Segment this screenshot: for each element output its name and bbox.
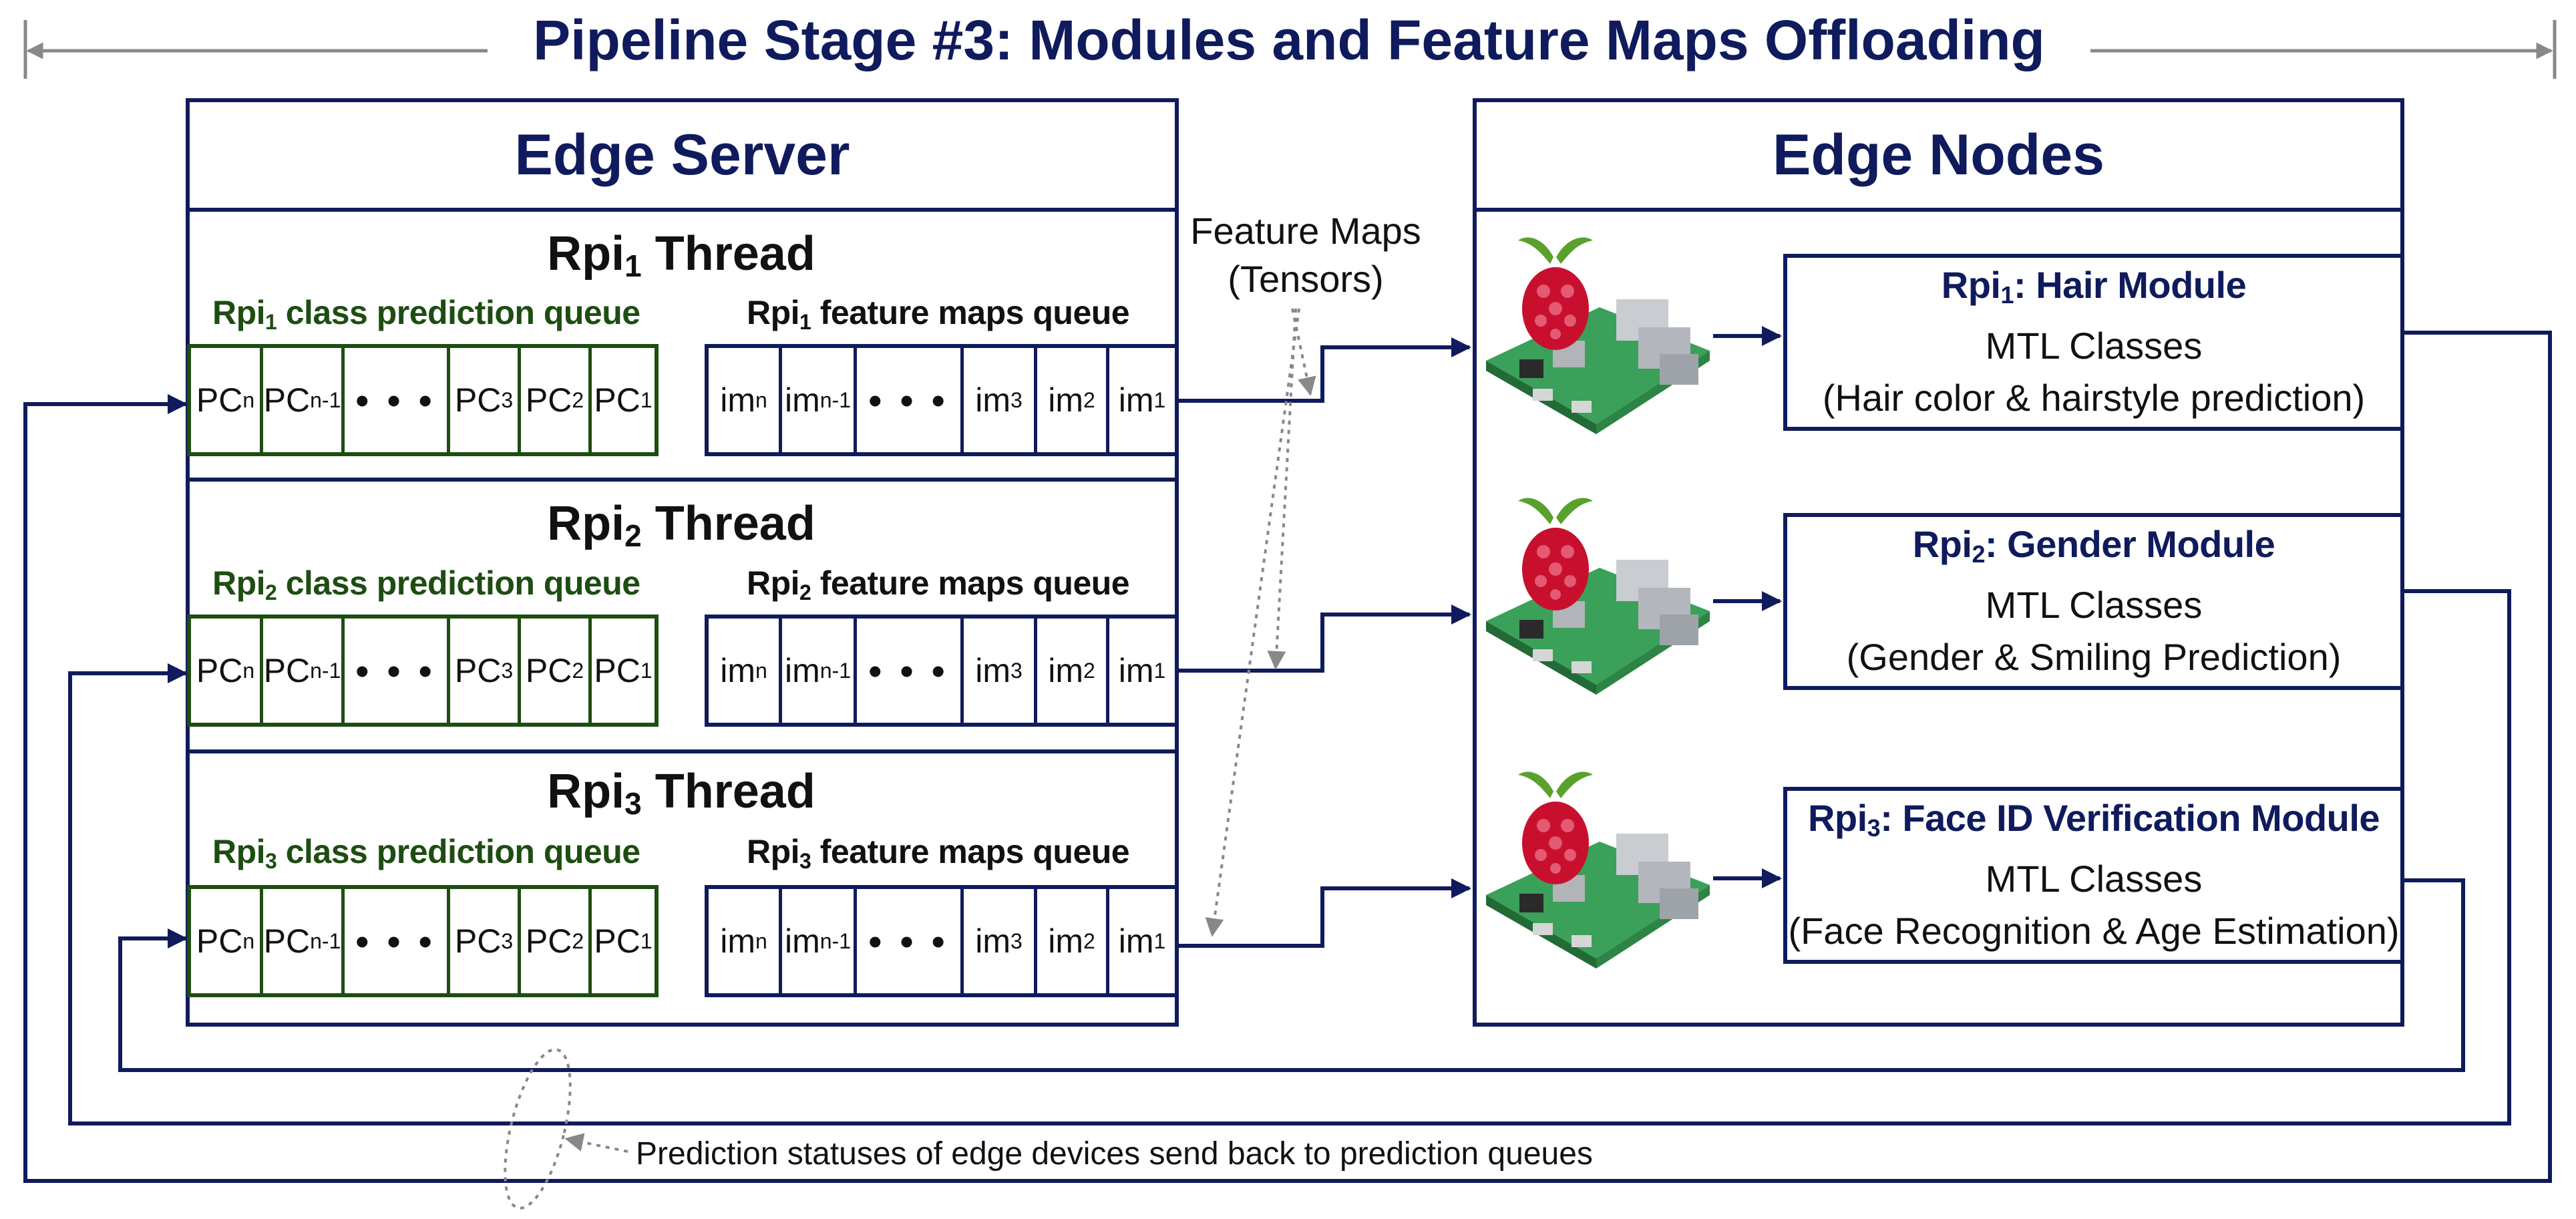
thread-divider: [186, 478, 1179, 482]
queue-ellipsis: • • •: [857, 348, 964, 452]
thread-title: Rpi1 Thread: [547, 227, 815, 283]
feature-map-pointers: [1205, 308, 1316, 937]
title-span-arrows: [23, 20, 2557, 79]
queue-ellipsis: • • •: [345, 889, 450, 993]
feedback-ellipse: [504, 1048, 628, 1210]
gender-module-box: Rpi2: Gender Module MTL Classes (Gender …: [1783, 513, 2404, 690]
page-title: Pipeline Stage #3: Modules and Feature M…: [533, 9, 2045, 71]
queue-ellipsis: • • •: [345, 348, 450, 452]
feature-maps-queue-label: Rpi1 feature maps queue: [747, 294, 1130, 334]
feature-maps-queue-label: Rpi2 feature maps queue: [747, 564, 1130, 604]
queue-ellipsis: • • •: [345, 619, 450, 723]
class-prediction-queue-label: Rpi2 class prediction queue: [212, 564, 640, 604]
feature-maps-annotation: Feature Maps (Tensors): [1190, 210, 1421, 300]
class-prediction-queue-label: Rpi1 class prediction queue: [212, 294, 640, 334]
feedback-loops: [23, 331, 2552, 1183]
queue-ellipsis: • • •: [857, 619, 964, 723]
face-id-module-box: Rpi3: Face ID Verification Module MTL Cl…: [1783, 787, 2404, 964]
class-prediction-queue-label: Rpi3 class prediction queue: [212, 833, 640, 873]
feedback-note: Prediction statuses of edge devices send…: [636, 1136, 1593, 1172]
raspberry-pi-board-icon: [1486, 498, 1710, 695]
offload-arrows: [1179, 326, 1782, 948]
thread-title: Rpi2 Thread: [547, 497, 815, 553]
queue-ellipsis: • • •: [857, 889, 964, 993]
raspberry-pi-board-icon: [1486, 771, 1710, 969]
thread-divider: [186, 749, 1179, 753]
thread-title: Rpi3 Thread: [547, 765, 815, 821]
hair-module-box: Rpi1: Hair Module MTL Classes (Hair colo…: [1783, 254, 2404, 431]
feature-maps-queue-label: Rpi3 feature maps queue: [747, 833, 1130, 873]
edge-server-header: Edge Server: [186, 98, 1179, 212]
raspberry-pi-board-icon: [1486, 237, 1710, 434]
edge-nodes-header: Edge Nodes: [1473, 98, 2404, 212]
